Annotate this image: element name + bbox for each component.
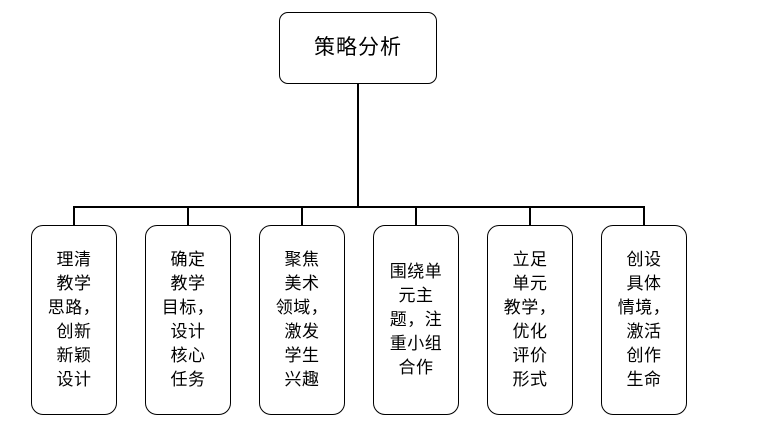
leaf-node-5-label: 立足 单元 教学， 优化 评价 形式 <box>503 249 557 391</box>
root-node-label: 策略分析 <box>314 35 402 60</box>
leaf-connector-3 <box>301 206 303 226</box>
leaf-connector-2 <box>187 206 189 226</box>
leaf-node-6: 创设 具体 情境， 激活 创作 生命 <box>601 225 687 415</box>
root-stem-connector <box>357 84 359 208</box>
leaf-node-4-label: 围绕单 元主 题，注 重小组 合作 <box>389 261 443 379</box>
leaf-node-4: 围绕单 元主 题，注 重小组 合作 <box>373 225 459 415</box>
leaf-node-6-label: 创设 具体 情境， 激活 创作 生命 <box>617 249 671 391</box>
leaf-connector-1 <box>73 206 75 226</box>
leaf-connector-5 <box>529 206 531 226</box>
leaf-connector-4 <box>415 206 417 226</box>
leaf-node-1-label: 理清 教学 思路， 创新 新颖 设计 <box>47 249 101 391</box>
leaf-node-2: 确定 教学 目标， 设计 核心 任务 <box>145 225 231 415</box>
leaf-node-3: 聚焦 美术 领域， 激发 学生 兴趣 <box>259 225 345 415</box>
leaf-node-5: 立足 单元 教学， 优化 评价 形式 <box>487 225 573 415</box>
root-node: 策略分析 <box>279 12 437 84</box>
horizontal-bus-connector <box>73 206 645 208</box>
leaf-node-2-label: 确定 教学 目标， 设计 核心 任务 <box>161 249 215 391</box>
leaf-node-3-label: 聚焦 美术 领域， 激发 学生 兴趣 <box>275 249 329 391</box>
leaf-node-1: 理清 教学 思路， 创新 新颖 设计 <box>31 225 117 415</box>
leaf-connector-6 <box>643 206 645 226</box>
